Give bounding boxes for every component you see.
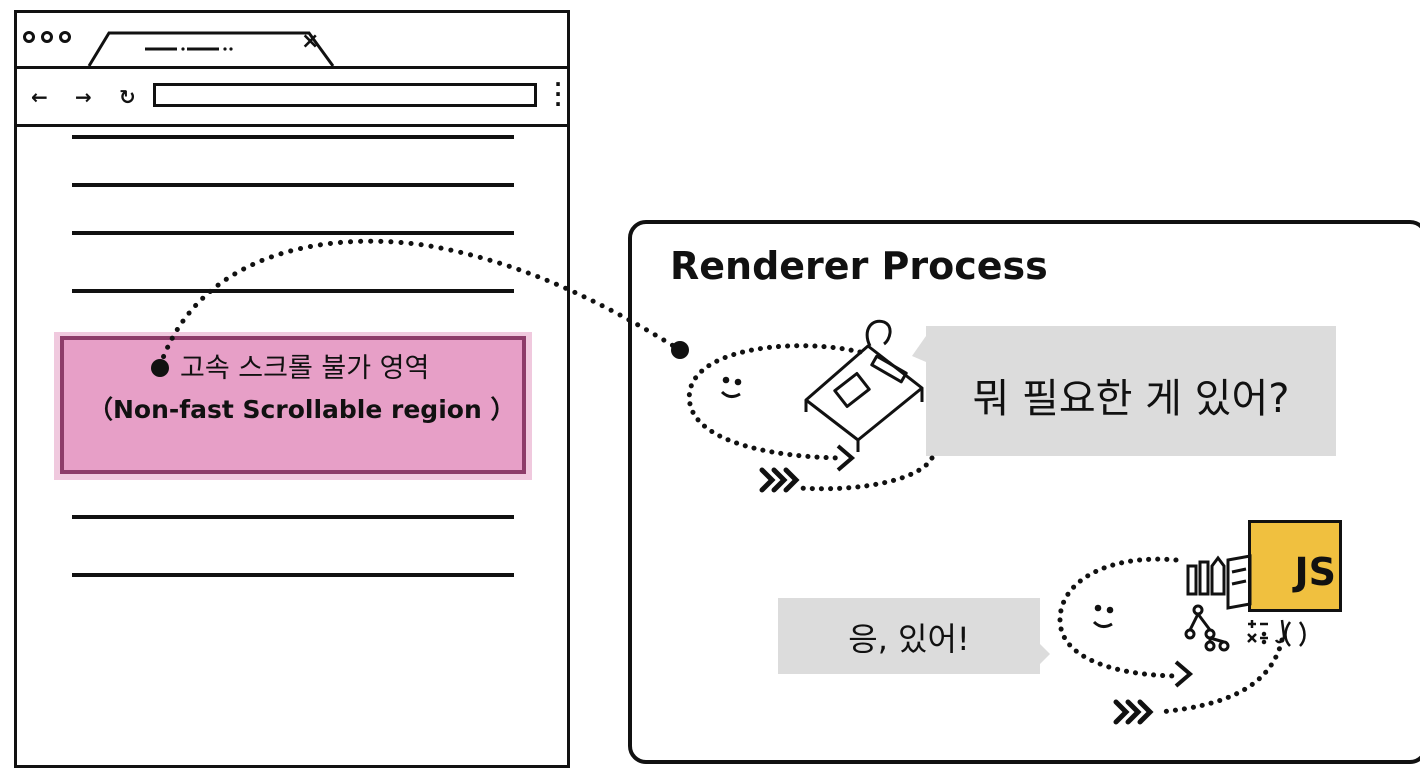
dotted-connector — [157, 238, 683, 369]
math-operators-icon — [1247, 619, 1306, 647]
main-thread-face-icon — [720, 376, 742, 399]
main-thread-loop — [686, 343, 863, 461]
region-label-korean: 고속 스크롤 불가 영역 — [180, 353, 430, 384]
compositor-thread-loop-tail — [1157, 637, 1285, 715]
address-bar[interactable] — [153, 83, 537, 107]
tab-bar: × — [17, 13, 567, 69]
chevron-right-icon — [836, 444, 856, 472]
region-label-english: （Non-fast Scrollable region ） — [88, 395, 516, 424]
js-badge-label: JS — [1294, 550, 1336, 594]
question-bubble-text: 뭐 필요한 게 있어? — [972, 376, 1290, 422]
arrow-left-icon[interactable]: ← — [31, 85, 48, 109]
compositor-thread-loop — [1057, 556, 1183, 679]
answer-bubble-tail — [1040, 644, 1050, 664]
browser-toolbar: ← → ↻ ··· — [17, 69, 567, 127]
browser-tab[interactable] — [17, 13, 347, 69]
renderer-dot — [671, 341, 689, 359]
compositor-thread-face-icon — [1092, 604, 1114, 629]
content-line — [72, 573, 514, 577]
content-line — [72, 231, 514, 235]
chevron-right-icon — [1174, 660, 1194, 688]
question-speech-bubble — [926, 326, 1336, 456]
reload-icon[interactable]: ↻ — [119, 85, 136, 109]
answer-bubble-text: 응, 있어! — [848, 620, 970, 658]
javascript-badge — [1248, 520, 1342, 612]
content-line — [72, 183, 514, 187]
content-line — [72, 289, 514, 293]
answer-speech-bubble — [778, 598, 1040, 674]
fast-forward-icon — [759, 467, 800, 493]
window-control-dot[interactable] — [41, 31, 53, 43]
close-icon[interactable]: × — [301, 29, 320, 54]
content-line — [72, 515, 514, 519]
kebab-menu-icon[interactable]: ··· — [554, 72, 562, 116]
question-bubble-tail — [912, 336, 926, 362]
content-line — [72, 135, 514, 139]
main-thread-loop-tail — [797, 455, 935, 492]
non-fast-scrollable-region — [60, 336, 526, 474]
fast-forward-icon — [1113, 699, 1154, 725]
desk-icon — [804, 319, 924, 452]
tools-icon — [1184, 554, 1252, 652]
window-control-dot[interactable] — [59, 31, 71, 43]
region-dot — [151, 359, 169, 377]
window-control-dot[interactable] — [23, 31, 35, 43]
arrow-right-icon[interactable]: → — [75, 85, 92, 109]
renderer-process-title: Renderer Process — [670, 244, 1048, 288]
